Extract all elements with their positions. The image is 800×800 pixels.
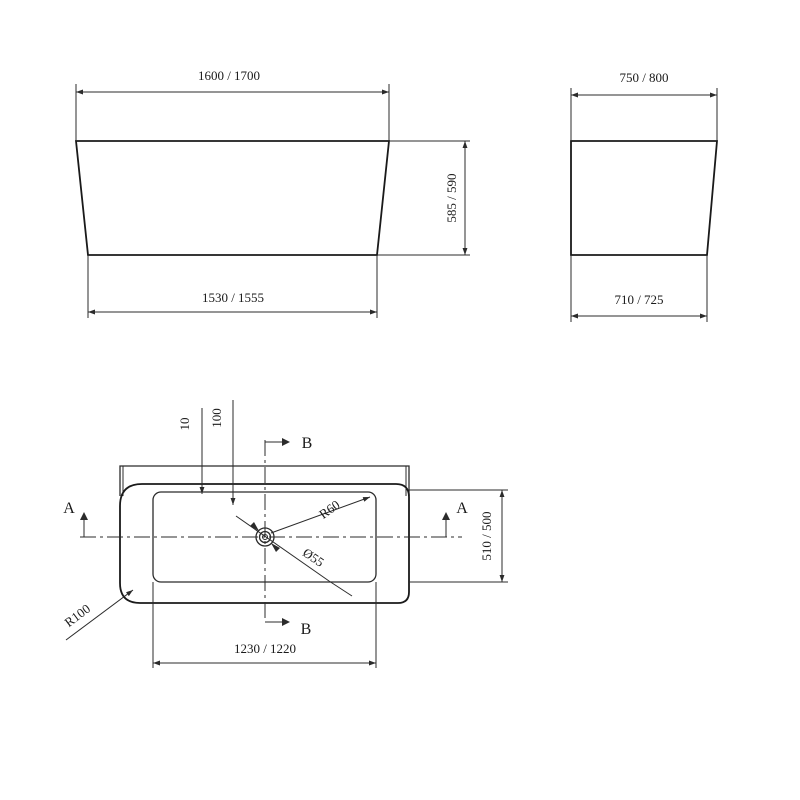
side-view-outline — [570, 140, 718, 256]
front-view-outline — [75, 140, 390, 256]
drain-icon — [255, 527, 275, 547]
plan-outer-shell — [119, 483, 410, 604]
outer-radius-leader — [65, 589, 134, 641]
drain-diameter-label: Ø55 — [300, 545, 327, 570]
plan-back-rim — [119, 465, 410, 496]
inner-radius-label: R60 — [316, 497, 342, 522]
side-bottom-dimension-label: 710 / 725 — [614, 292, 663, 307]
width-label: 510 / 500 — [479, 511, 494, 560]
inner-radius-leader — [270, 496, 371, 534]
front-top-dimension-label: 1600 / 1700 — [198, 68, 260, 83]
plan-view: A A B B 10 100 R60 Ø55 R100 — [62, 400, 508, 668]
front-bottom-dimension-label: 1530 / 1555 — [202, 290, 264, 305]
section-a-right-label: A — [456, 500, 468, 517]
section-a-left-label: A — [63, 500, 75, 517]
rim-offset-label: 10 — [177, 418, 192, 431]
section-b-bottom-label: B — [301, 621, 312, 638]
front-height-dimension-label: 585 / 590 — [444, 173, 459, 222]
section-b-top-label: B — [302, 435, 313, 452]
side-top-dimension-label: 750 / 800 — [619, 70, 668, 85]
outer-radius-label: R100 — [62, 601, 94, 630]
inner-offset-label: 100 — [209, 408, 224, 428]
side-view: 750 / 800 710 / 725 — [570, 70, 718, 322]
inner-length-label: 1230 / 1220 — [234, 641, 296, 656]
front-view: 1600 / 1700 1530 / 1555 585 / 590 — [75, 68, 470, 318]
